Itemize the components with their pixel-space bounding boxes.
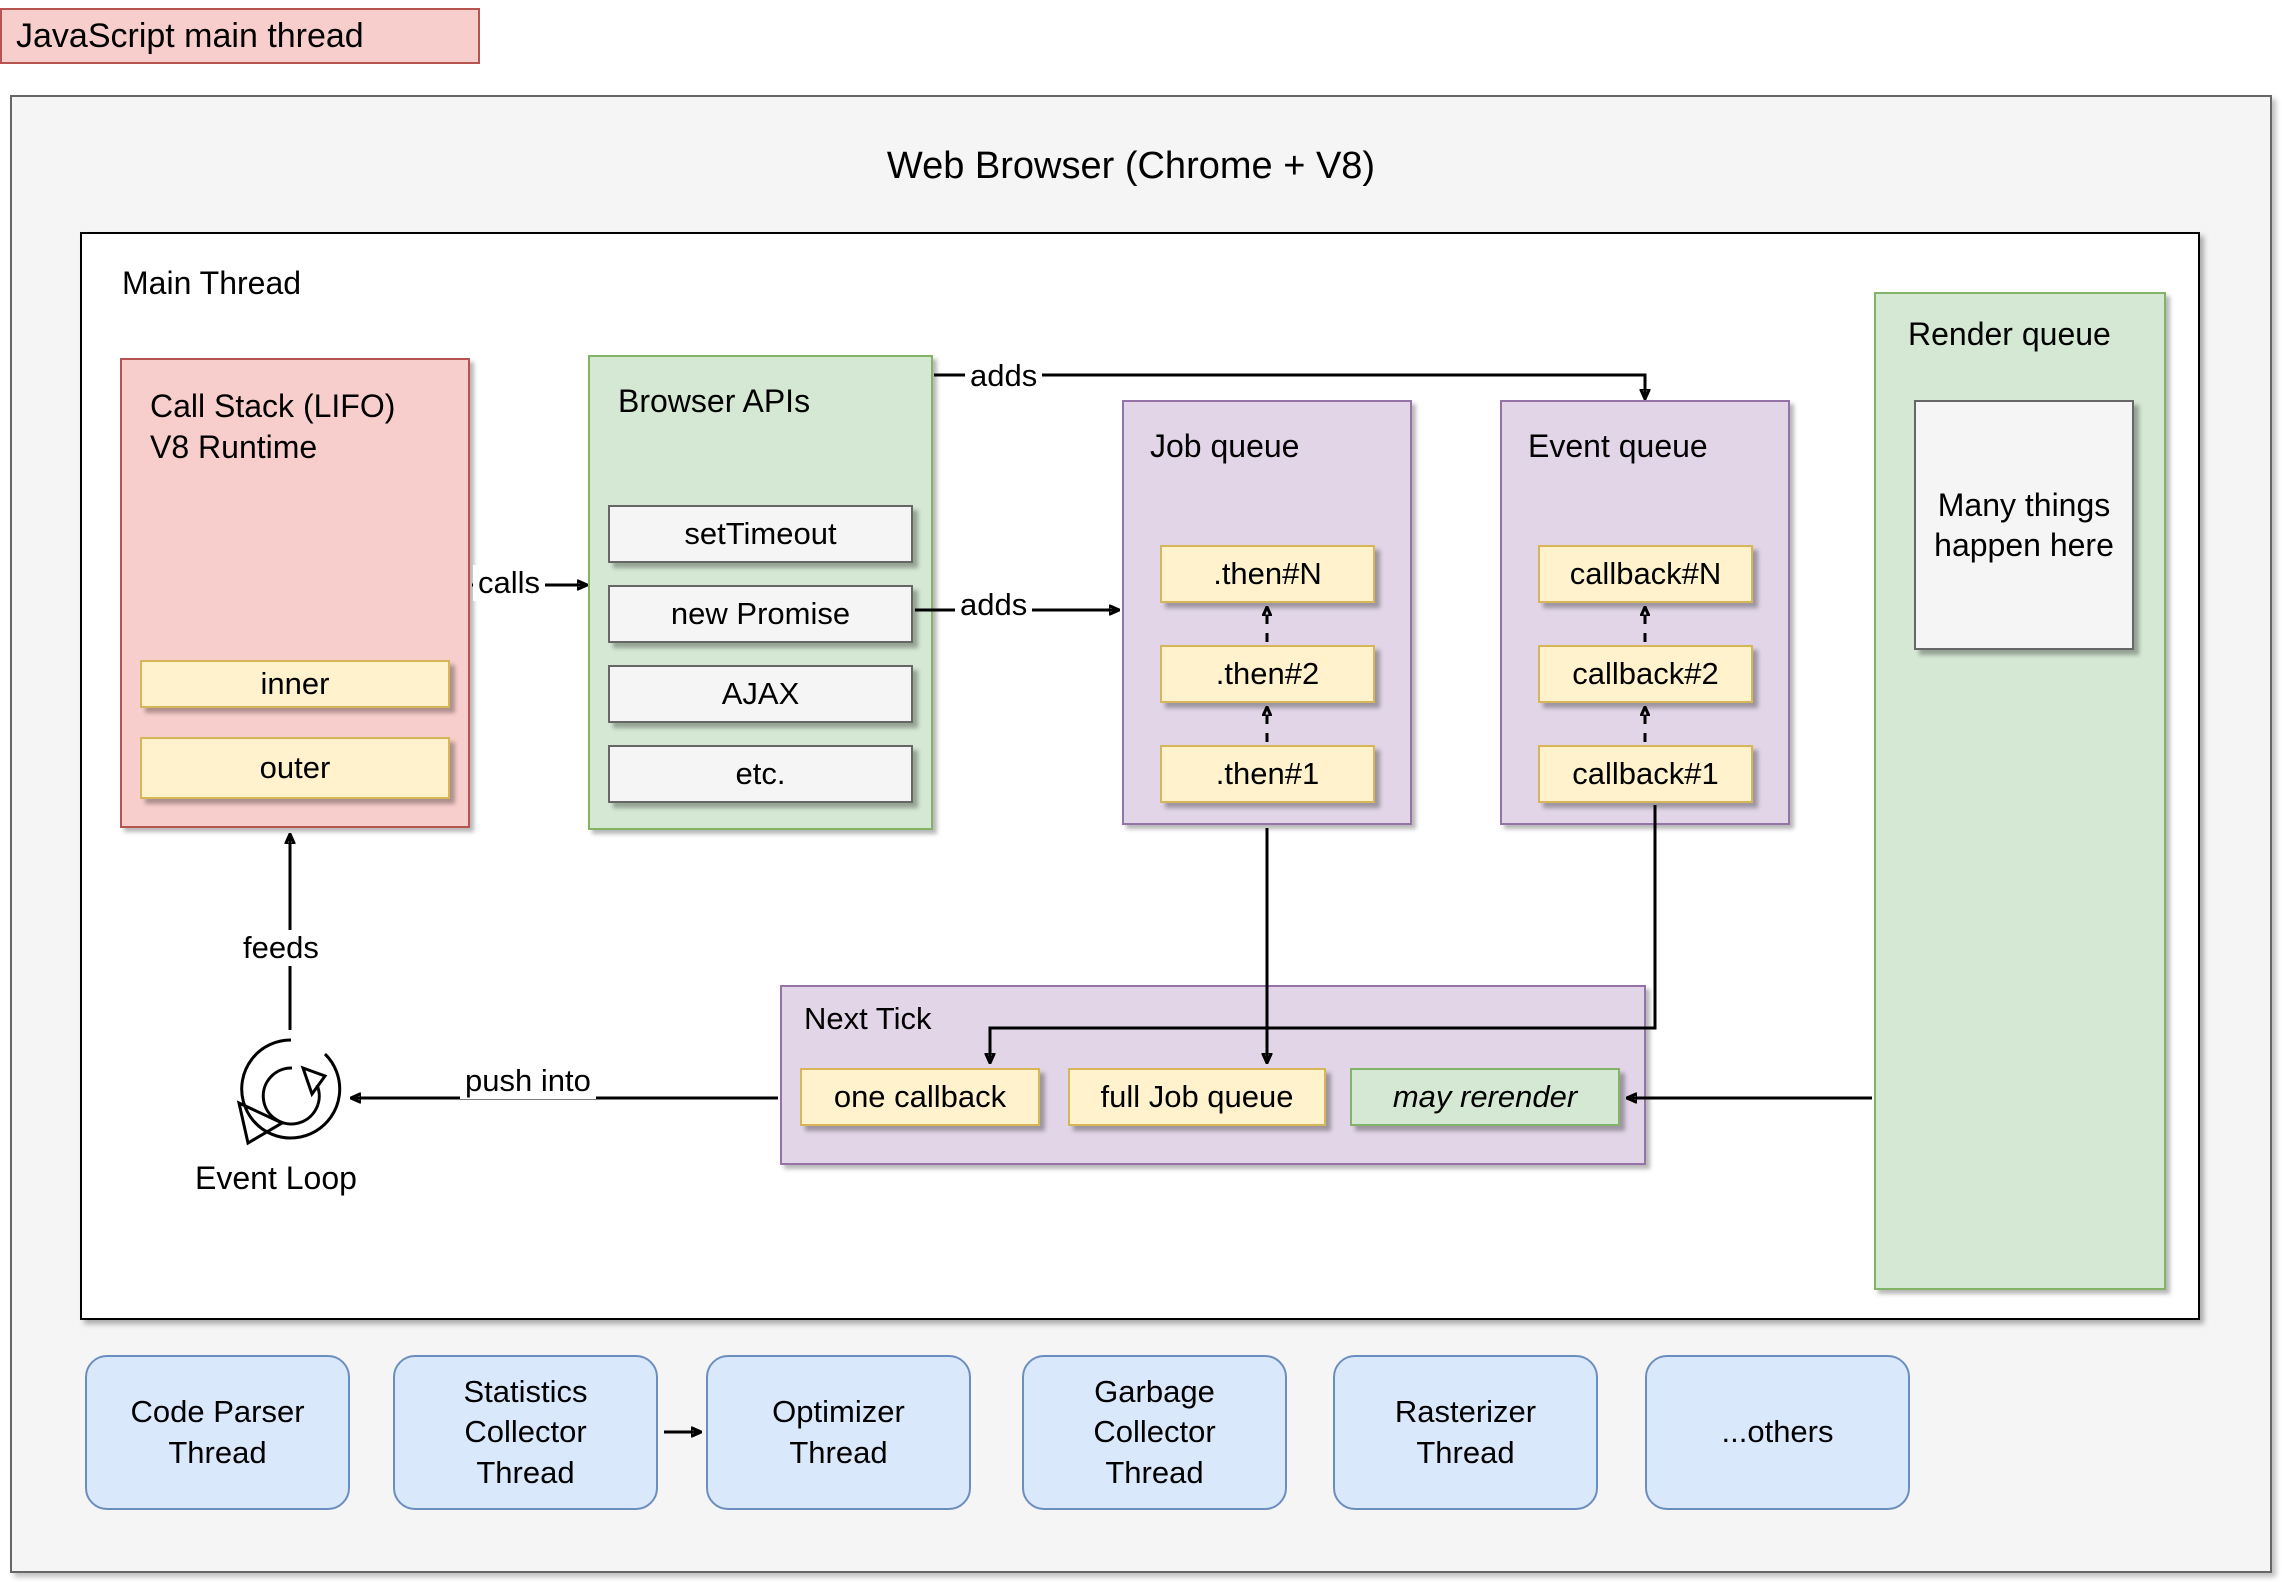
browser-api-new-promise: new Promise <box>608 585 913 643</box>
title-badge: JavaScript main thread <box>0 8 480 64</box>
thread-statistics-collector-line3: Thread <box>476 1454 575 1490</box>
main-thread-label: Main Thread <box>122 265 302 301</box>
edge-label-feeds: feeds <box>238 930 324 966</box>
browser-apis-title: Browser APIs <box>618 383 811 419</box>
thread-garbage-collector-line3: Thread <box>1105 1454 1204 1490</box>
title-badge-label: JavaScript main thread <box>16 17 364 55</box>
call-stack-frame-inner: inner <box>140 660 450 708</box>
job-queue-item-then-2: .then#2 <box>1160 645 1375 703</box>
thread-others: ...others <box>1645 1355 1910 1510</box>
thread-rasterizer-line1: Rasterizer <box>1394 1394 1537 1430</box>
thread-optimizer: Optimizer Thread <box>706 1355 971 1510</box>
call-stack-title: Call Stack (LIFO) V8 Runtime <box>150 386 395 468</box>
thread-optimizer-line2: Thread <box>789 1434 888 1470</box>
call-stack-frame-outer: outer <box>140 737 450 799</box>
next-tick-item-one-callback: one callback <box>800 1068 1040 1126</box>
thread-others-line1: ...others <box>1721 1414 1834 1450</box>
browser-api-settimeout: setTimeout <box>608 505 913 563</box>
call-stack-title-line1: Call Stack (LIFO) <box>150 388 396 424</box>
render-queue-inner-note: Many things happen here <box>1914 400 2134 650</box>
thread-statistics-collector-line1: Statistics <box>463 1374 588 1410</box>
edge-label-adds-mid: adds <box>955 587 1033 623</box>
thread-statistics-collector-line2: Collector <box>464 1414 587 1450</box>
thread-garbage-collector-line2: Collector <box>1093 1414 1216 1450</box>
edge-label-adds-top: adds <box>965 358 1043 394</box>
thread-optimizer-line1: Optimizer <box>772 1394 905 1430</box>
thread-code-parser-line1: Code Parser <box>130 1394 305 1430</box>
edge-label-calls: calls <box>473 565 546 601</box>
thread-code-parser: Code Parser Thread <box>85 1355 350 1510</box>
browser-api-ajax: AJAX <box>608 665 913 723</box>
thread-code-parser-line2: Thread <box>168 1434 267 1470</box>
thread-rasterizer: Rasterizer Thread <box>1333 1355 1598 1510</box>
event-queue-item-callback-n: callback#N <box>1538 545 1753 603</box>
thread-garbage-collector: Garbage Collector Thread <box>1022 1355 1287 1510</box>
thread-statistics-collector: Statistics Collector Thread <box>393 1355 658 1510</box>
browser-api-etc: etc. <box>608 745 913 803</box>
edge-label-push-into: push into <box>460 1063 596 1099</box>
next-tick-title: Next Tick <box>804 1001 932 1036</box>
next-tick-item-full-job-queue: full Job queue <box>1068 1068 1326 1126</box>
job-queue-item-then-n: .then#N <box>1160 545 1375 603</box>
next-tick-item-may-rerender: may rerender <box>1350 1068 1620 1126</box>
render-queue-title: Render queue <box>1908 316 2111 352</box>
render-queue-note-line2: happen here <box>1934 527 2114 563</box>
call-stack-title-line2: V8 Runtime <box>150 428 318 465</box>
event-queue-item-callback-2: callback#2 <box>1538 645 1753 703</box>
event-queue-item-callback-1: callback#1 <box>1538 745 1753 803</box>
job-queue-item-then-1: .then#1 <box>1160 745 1375 803</box>
web-browser-title: Web Browser (Chrome + V8) <box>886 145 1376 187</box>
thread-garbage-collector-line1: Garbage <box>1094 1374 1215 1410</box>
thread-rasterizer-line2: Thread <box>1416 1434 1515 1470</box>
event-loop-label: Event Loop <box>195 1160 357 1196</box>
job-queue-title: Job queue <box>1150 428 1300 464</box>
render-queue-note-line1: Many things <box>1937 487 2111 523</box>
event-queue-title: Event queue <box>1528 428 1708 464</box>
